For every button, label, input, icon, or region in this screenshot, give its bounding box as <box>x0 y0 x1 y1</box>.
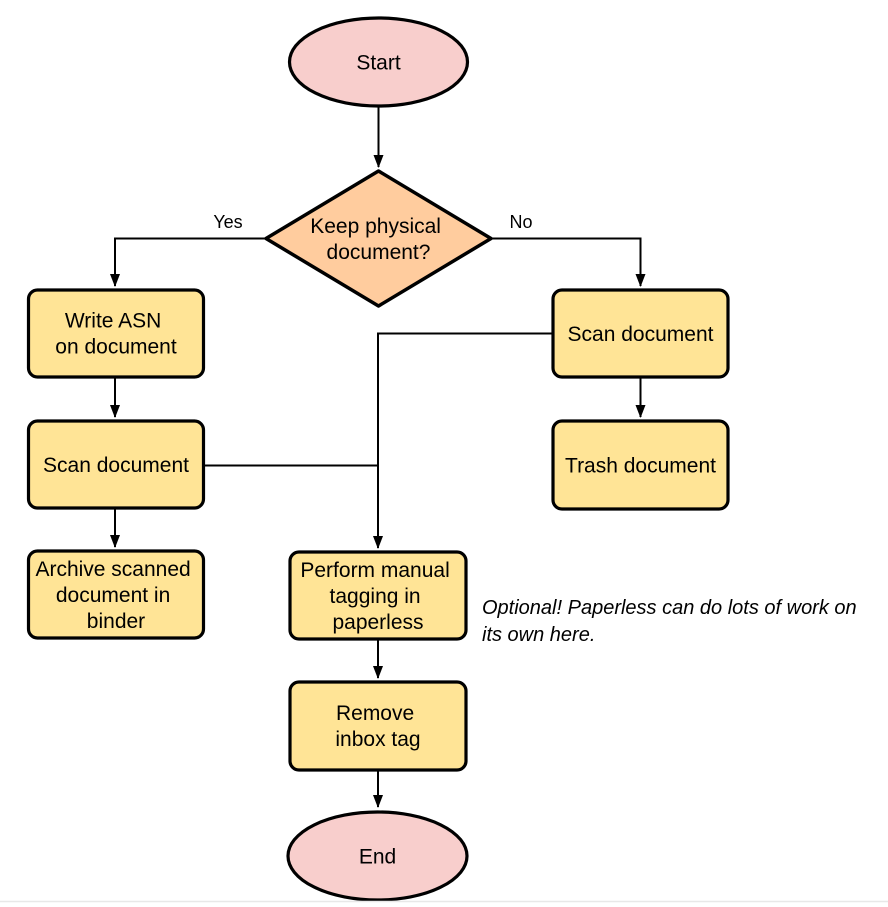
node-archive: Archive scanned document in binder <box>26 549 206 640</box>
scan-right-box <box>551 288 730 379</box>
remove-inbox-box <box>288 680 468 772</box>
scan-right-label: Scan document <box>568 323 714 346</box>
edge-scan-right-to-tagging <box>373 332 553 549</box>
edge-no-to-scan-right <box>491 237 646 287</box>
yes-label: Yes <box>213 212 242 232</box>
node-scan-left: Scan document <box>26 419 206 510</box>
no-label: No <box>509 212 532 232</box>
node-end: End <box>286 810 469 902</box>
trash-box <box>551 419 730 511</box>
write-asn-label: Write ASN on document <box>55 310 177 359</box>
start-label: Start <box>356 52 401 75</box>
node-trash: Trash document <box>551 419 730 511</box>
archive-box <box>26 549 206 640</box>
node-remove-inbox: Remove inbox tag <box>288 680 468 772</box>
decision-label: Keep physical document? <box>310 215 447 264</box>
edges <box>110 105 646 808</box>
node-scan-right: Scan document <box>551 288 730 379</box>
tagging-label: Perform manual tagging in paperless <box>300 559 455 634</box>
archive-label: Archive scanned document in binder <box>35 558 196 633</box>
write-asn-box <box>26 288 206 379</box>
node-tagging: Perform manual tagging in paperless <box>288 550 468 641</box>
scan-left-label: Scan document <box>43 454 189 477</box>
annotation-text: Optional! Paperless can do lots of work … <box>482 597 862 646</box>
decision-diamond <box>264 169 493 308</box>
node-decision: Keep physical document? <box>264 169 493 308</box>
end-label: End <box>359 846 396 869</box>
remove-inbox-label: Remove inbox tag <box>335 702 420 751</box>
trash-label: Trash document <box>565 455 716 478</box>
start-ellipse <box>287 16 470 108</box>
node-write-asn: Write ASN on document <box>26 288 206 379</box>
end-ellipse <box>286 810 469 902</box>
edge-yes-to-write-asn <box>110 237 266 287</box>
node-start: Start <box>287 16 470 108</box>
scan-left-box <box>26 419 206 510</box>
tagging-box <box>288 550 468 641</box>
